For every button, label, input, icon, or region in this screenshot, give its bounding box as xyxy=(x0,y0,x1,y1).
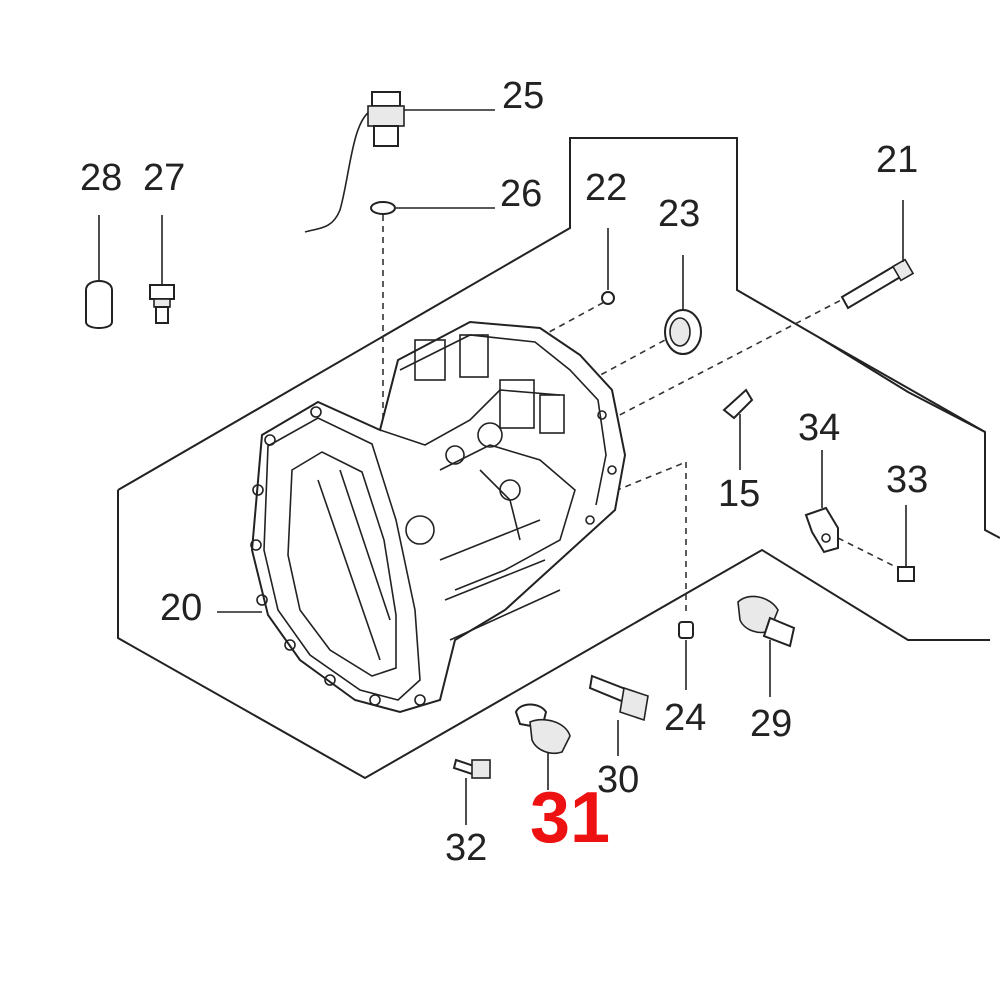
pivot-bolt-part[interactable] xyxy=(588,674,649,756)
cap-part[interactable] xyxy=(85,215,113,329)
label-22: 22 xyxy=(585,167,627,209)
label-20: 20 xyxy=(160,587,202,629)
bracket-part[interactable] xyxy=(804,450,839,554)
bolt-27-part[interactable] xyxy=(149,215,175,324)
label-31-highlighted: 31 xyxy=(530,778,610,858)
label-32: 32 xyxy=(445,827,487,869)
callout-labels: 25 26 28 27 22 23 21 34 33 15 20 24 29 3… xyxy=(80,75,928,869)
label-15: 15 xyxy=(718,473,760,515)
label-29: 29 xyxy=(750,703,792,745)
o-ring-part[interactable] xyxy=(370,201,495,215)
clip-part[interactable] xyxy=(722,388,754,470)
transmission-case-part[interactable] xyxy=(217,320,627,714)
label-25: 25 xyxy=(502,75,544,117)
plug-31-part[interactable] xyxy=(514,703,571,791)
label-24: 24 xyxy=(664,697,706,739)
sensor-switch-part[interactable] xyxy=(304,91,495,233)
label-33: 33 xyxy=(886,459,928,501)
bolt-32-part[interactable] xyxy=(452,758,491,825)
label-34: 34 xyxy=(798,407,840,449)
plug-22-part[interactable] xyxy=(601,228,615,305)
bolt-33-part[interactable] xyxy=(897,505,915,582)
assembly-frame xyxy=(117,137,1000,780)
label-26: 26 xyxy=(500,173,542,215)
oil-seal-part[interactable] xyxy=(664,255,702,355)
label-27: 27 xyxy=(143,157,185,199)
dowel-pin-part[interactable] xyxy=(678,621,694,690)
switch-29-part[interactable] xyxy=(737,595,796,697)
label-28: 28 xyxy=(80,157,122,199)
label-30: 30 xyxy=(597,759,639,801)
label-23: 23 xyxy=(658,193,700,235)
long-bolt-part[interactable] xyxy=(840,200,915,310)
assembly-guides xyxy=(382,215,899,612)
label-21: 21 xyxy=(876,139,918,181)
